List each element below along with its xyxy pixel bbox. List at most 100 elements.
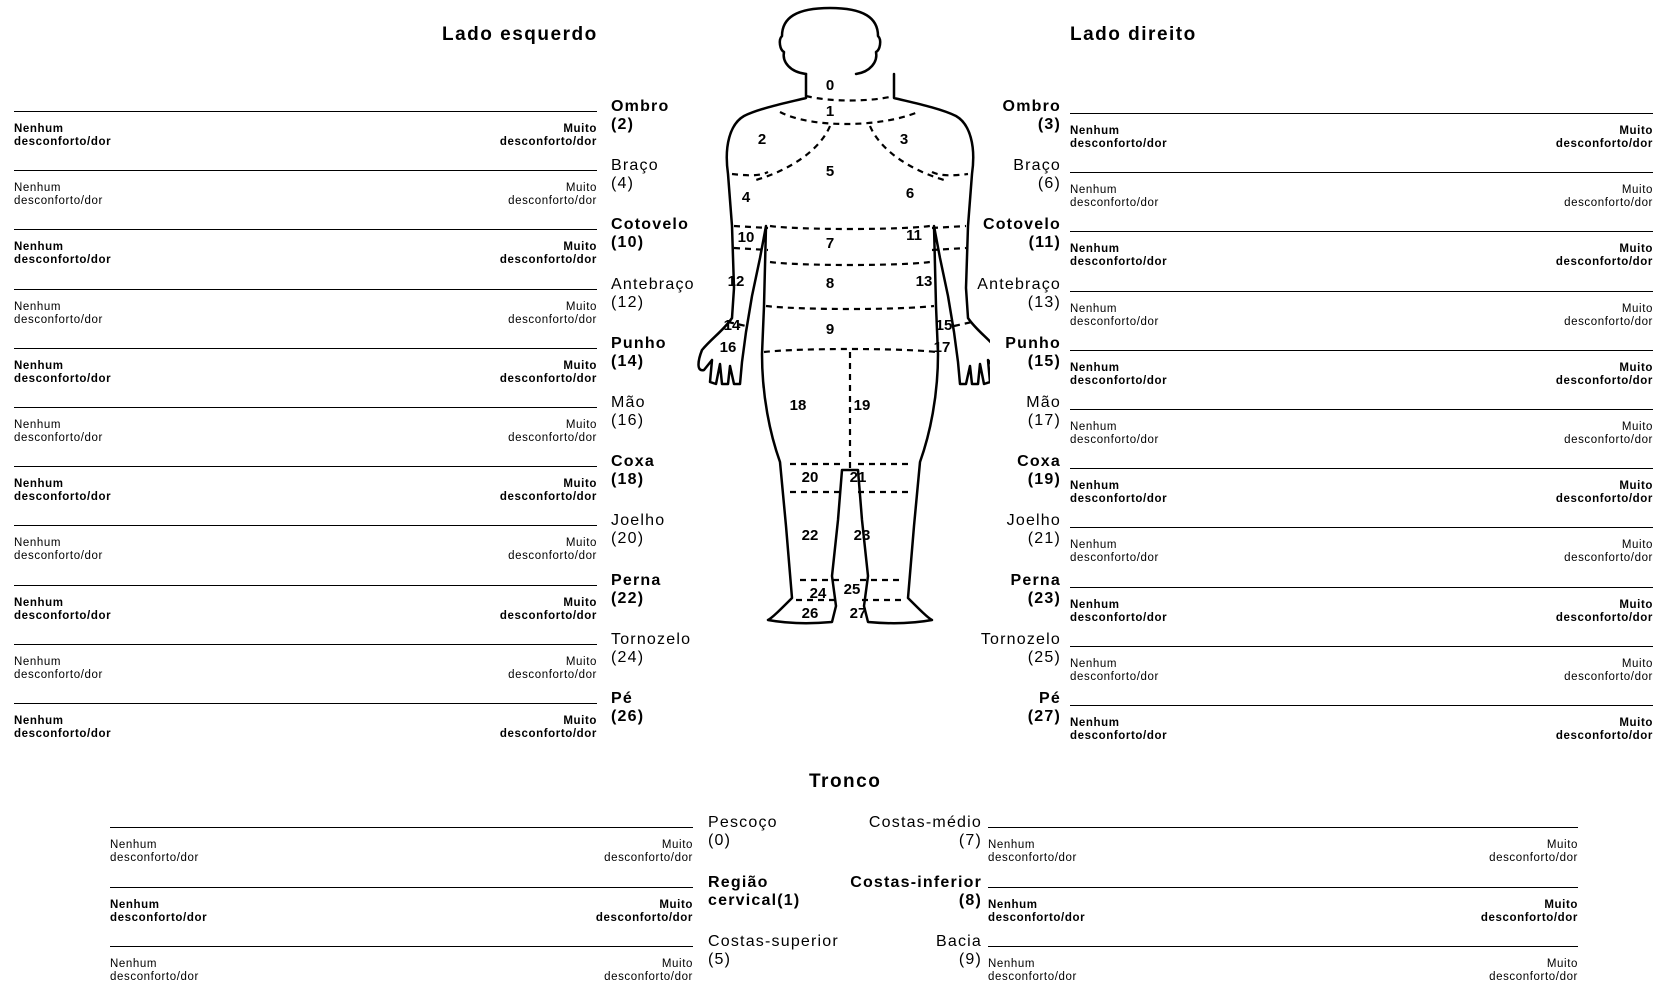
left-ombro-label: Ombro(2) (611, 98, 669, 134)
scale-high-label: Muitodesconforto/dor (508, 656, 597, 682)
rating-line[interactable] (14, 407, 597, 408)
rating-line[interactable] (110, 827, 693, 828)
rating-line[interactable] (1070, 172, 1653, 173)
rating-line[interactable] (1070, 113, 1653, 114)
rating-line[interactable] (110, 946, 693, 947)
right-tornozelo-label: Tornozelo(25) (981, 631, 1061, 667)
rating-line[interactable] (1070, 350, 1653, 351)
rating-line[interactable] (1070, 409, 1653, 410)
region-number-15: 15 (936, 317, 953, 334)
trunk-right-label-0: Costas-médio(7) (869, 814, 982, 850)
rating-line[interactable] (1070, 291, 1653, 292)
rating-line[interactable] (988, 827, 1578, 828)
region-number-8: 8 (826, 275, 834, 292)
region-number-5: 5 (826, 163, 834, 180)
rating-line[interactable] (14, 289, 597, 290)
rating-line[interactable] (1070, 587, 1653, 588)
rating-line[interactable] (1070, 646, 1653, 647)
trunk-left-label-0: Pescoço(0) (708, 814, 778, 850)
left-mão-label: Mão(16) (611, 394, 646, 430)
rating-line[interactable] (1070, 231, 1653, 232)
head-outline (780, 8, 880, 74)
region-number-27: 27 (850, 605, 867, 622)
region-number-1: 1 (826, 103, 834, 120)
rating-line[interactable] (14, 466, 597, 467)
rating-line[interactable] (14, 170, 597, 171)
right-mão-label: Mão(17) (1026, 394, 1061, 430)
region-number-16: 16 (720, 339, 737, 356)
rating-line[interactable] (1070, 705, 1653, 706)
rating-line[interactable] (1070, 527, 1653, 528)
scale-high-label: Muitodesconforto/dor (604, 958, 693, 984)
right-joelho-label: Joelho(21) (1007, 512, 1061, 548)
rating-line[interactable] (14, 644, 597, 645)
rating-line[interactable] (14, 703, 597, 704)
rating-line[interactable] (14, 585, 597, 586)
left-joelho-label: Joelho(20) (611, 512, 665, 548)
rating-line[interactable] (988, 887, 1578, 888)
region-number-13: 13 (916, 273, 933, 290)
rating-line[interactable] (14, 111, 597, 112)
region-number-4: 4 (742, 189, 751, 206)
region-number-17: 17 (934, 339, 951, 356)
rating-line[interactable] (14, 229, 597, 230)
trunk-right-label-1: Costas-inferior(8) (850, 874, 982, 910)
region-number-12: 12 (728, 273, 745, 290)
rating-line[interactable] (988, 946, 1578, 947)
rating-line[interactable] (14, 525, 597, 526)
rating-line[interactable] (14, 348, 597, 349)
trunk-heading: Tronco (809, 771, 881, 793)
right-coxa-label: Coxa(19) (1017, 453, 1061, 489)
rating-line[interactable] (110, 887, 693, 888)
rating-line[interactable] (1070, 468, 1653, 469)
region-number-23: 23 (854, 527, 871, 544)
region-number-9: 9 (826, 321, 834, 338)
